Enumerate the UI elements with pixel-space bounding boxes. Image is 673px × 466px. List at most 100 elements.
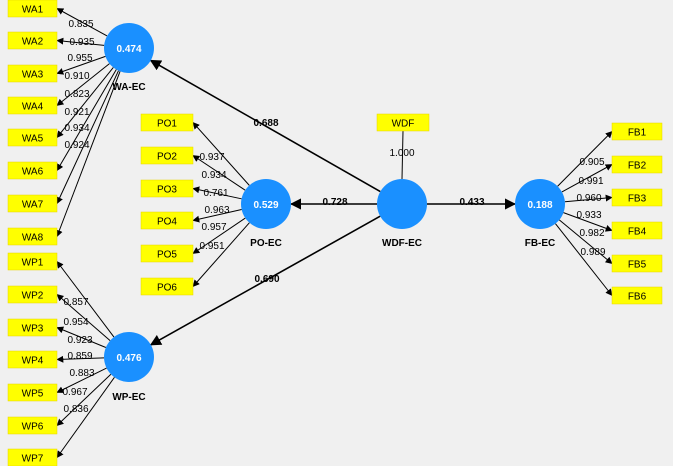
loading-value: 1.000: [389, 148, 414, 159]
indicator-label: FB1: [628, 128, 647, 139]
indicator-fb1[interactable]: FB1: [611, 122, 663, 141]
indicator-label: WP6: [22, 422, 44, 433]
r-squared-value: 0.474: [116, 44, 141, 55]
loading-value: 0.910: [64, 71, 89, 82]
loading-line: [401, 130, 404, 180]
indicator-label: WP4: [22, 356, 44, 367]
indicator-po2[interactable]: PO2: [140, 146, 194, 165]
latent-name: WP-EC: [112, 392, 145, 403]
loading-arrow: [192, 121, 250, 186]
indicator-po6[interactable]: PO6: [140, 277, 194, 296]
indicator-label: WA8: [22, 233, 44, 244]
loading-value: 0.761: [203, 188, 228, 199]
loading-arrow: [56, 294, 111, 341]
latent-name: WDF-EC: [382, 238, 422, 249]
indicator-wp1[interactable]: WP1: [7, 252, 58, 271]
indicator-wdf[interactable]: WDF: [376, 113, 430, 132]
loading-arrow: [56, 67, 114, 139]
loading-value: 0.951: [199, 241, 224, 252]
loading-arrow: [56, 8, 108, 37]
loading-arrow: [56, 63, 110, 106]
indicator-wa4[interactable]: WA4: [7, 96, 58, 115]
r-squared-value: 0.188: [527, 200, 552, 211]
indicator-wp3[interactable]: WP3: [7, 318, 58, 337]
indicator-wp2[interactable]: WP2: [7, 285, 58, 304]
loading-arrow: [192, 222, 250, 288]
latent-name: WA-EC: [112, 82, 145, 93]
path-coefficient: 0.688: [253, 118, 278, 129]
indicator-label: WA2: [22, 37, 44, 48]
indicator-po1[interactable]: PO1: [140, 113, 194, 132]
loading-value: 0.955: [67, 53, 92, 64]
loading-value: 0.921: [64, 107, 89, 118]
indicator-fb4[interactable]: FB4: [611, 221, 663, 240]
indicator-po5[interactable]: PO5: [140, 244, 194, 263]
indicator-wp5[interactable]: WP5: [7, 383, 58, 402]
indicator-label: FB5: [628, 260, 647, 271]
indicator-label: PO1: [157, 119, 177, 130]
indicator-label: FB3: [628, 194, 647, 205]
latent-wdf[interactable]: WDF-EC: [377, 179, 427, 249]
latent-circle[interactable]: [515, 179, 565, 229]
loading-value: 0.982: [579, 228, 604, 239]
loading-value: 0.823: [64, 89, 89, 100]
loading-value: 0.923: [67, 335, 92, 346]
loading-arrow: [564, 194, 613, 203]
indicator-wa5[interactable]: WA5: [7, 128, 58, 147]
indicator-label: WDF: [392, 119, 415, 130]
indicator-wa8[interactable]: WA8: [7, 227, 58, 246]
loading-value: 0.935: [69, 37, 94, 48]
indicator-wa7[interactable]: WA7: [7, 194, 58, 213]
indicator-wa1[interactable]: WA1: [7, 0, 58, 18]
loading-value: 0.835: [68, 19, 93, 30]
indicator-label: WP1: [22, 258, 44, 269]
indicator-wp4[interactable]: WP4: [7, 350, 58, 369]
indicator-label: WP3: [22, 324, 44, 335]
latent-circle[interactable]: [104, 23, 154, 73]
latent-circle[interactable]: [241, 179, 291, 229]
indicator-label: PO6: [157, 283, 177, 294]
indicator-label: PO5: [157, 250, 177, 261]
loading-arrow: [56, 326, 107, 348]
indicator-fb5[interactable]: FB5: [611, 254, 663, 273]
loading-arrow: [56, 69, 117, 172]
labels-layer: 0.8350.9350.9550.9100.8230.9210.9340.924…: [62, 19, 605, 415]
latent-name: FB-EC: [525, 238, 556, 249]
loading-value: 0.836: [63, 404, 88, 415]
indicator-fb2[interactable]: FB2: [611, 155, 663, 174]
indicator-wa2[interactable]: WA2: [7, 31, 58, 50]
loading-arrow: [56, 37, 105, 46]
indicator-label: PO4: [157, 217, 177, 228]
latent-circle[interactable]: [104, 332, 154, 382]
path-coefficient: 0.433: [459, 197, 484, 208]
loading-value: 0.857: [63, 297, 88, 308]
indicator-wp6[interactable]: WP6: [7, 416, 58, 435]
loading-arrow: [192, 217, 246, 254]
indicator-po4[interactable]: PO4: [140, 211, 194, 230]
loading-arrow: [56, 260, 115, 338]
indicator-label: PO3: [157, 185, 177, 196]
loading-arrow: [56, 355, 105, 363]
indicator-wa6[interactable]: WA6: [7, 161, 58, 180]
indicator-label: WA3: [22, 70, 44, 81]
loading-arrow: [192, 155, 246, 191]
latent-circle[interactable]: [377, 179, 427, 229]
indicator-wp7[interactable]: WP7: [7, 448, 58, 466]
indicator-wa3[interactable]: WA3: [7, 64, 58, 83]
loading-value: 0.989: [580, 247, 605, 258]
path-coefficient: 0.690: [254, 274, 279, 285]
indicator-label: WP5: [22, 389, 44, 400]
loading-value: 0.859: [67, 351, 92, 362]
indicator-po3[interactable]: PO3: [140, 179, 194, 198]
loading-value: 0.924: [64, 140, 89, 151]
latent-name: PO-EC: [250, 238, 282, 249]
r-squared-value: 0.529: [253, 200, 278, 211]
indicator-fb6[interactable]: FB6: [611, 286, 663, 305]
indicator-fb3[interactable]: FB3: [611, 188, 663, 207]
indicator-label: FB6: [628, 292, 647, 303]
